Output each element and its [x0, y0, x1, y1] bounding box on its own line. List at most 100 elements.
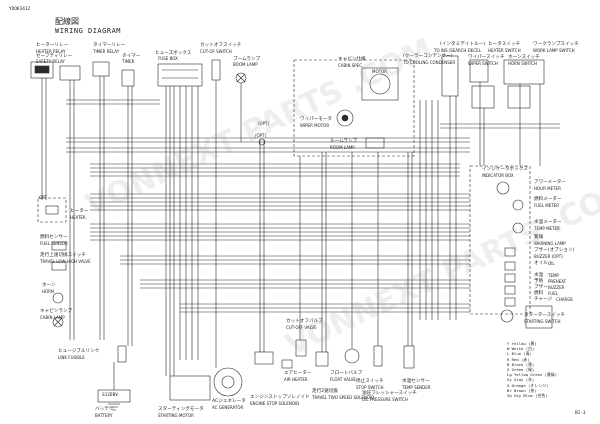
wiper-motor-hub: [341, 114, 349, 122]
heater-switch-label-en: HEATER SWITCH: [488, 48, 521, 53]
timer-relay-symbol: [92, 61, 110, 77]
travel-two-speed-label-jp: 走行2速切換: [312, 389, 338, 394]
horn-label-jp: ホーン: [42, 283, 56, 288]
stop-switch-label-en: STOP SWITCH: [356, 385, 384, 390]
fuel-lamp-label-jp: 燃料: [534, 291, 544, 296]
intermittent-label-en: TO INS./SEARCH DECEL.: [434, 48, 483, 53]
fuel-meter-symbol: [512, 199, 524, 211]
fuel-meter-label-en: FUEL METER: [534, 203, 559, 208]
heater-relay-label-en: HEATER RELAY: [36, 49, 66, 54]
float-valve-label-jp: フロートバルブ: [330, 371, 363, 376]
starting-motor-label-jp: スターティングモータ: [158, 407, 204, 412]
room-lamp-symbol: [365, 137, 385, 149]
fuel-sensor-label-en: FUEL SENSOR: [40, 241, 68, 246]
legend-row: Br Brown (茶): [507, 387, 537, 393]
starting-switch-symbol: [500, 309, 514, 323]
fuse-box-symbol: [157, 63, 203, 87]
cutoff-switch-label-jp: カットオフスイッチ: [200, 43, 242, 48]
fuse-box-label-en: FUSE BOX: [158, 56, 178, 61]
cabin-lamp-symbol: [52, 316, 64, 328]
work-lamp-switch-label-jp: ワークランプスイッチ: [533, 42, 579, 47]
safety-relay-label-en: SAFETY RELAY: [36, 59, 65, 64]
oil-label-jp: オイル: [534, 261, 548, 266]
temp-meter-symbol: [512, 222, 524, 234]
alternator-label-jp: ACジェネレータ: [212, 399, 246, 404]
fusible-link-label-en: LINK FUSIBLE: [58, 355, 85, 360]
motor-symbol: [369, 73, 391, 95]
alternator-rotor: [221, 375, 235, 389]
vertical-harness: [41, 76, 541, 390]
air-heater-label-en: AIR HEATER: [284, 377, 308, 382]
air-heater-symbol: [281, 359, 293, 369]
cutoff-valve-symbol: [295, 339, 307, 357]
legend-row: W White (白): [507, 346, 535, 352]
boom-lamp-cross-b: [236, 73, 246, 83]
cooling-label-en: TO COOLING CONDENSER: [403, 60, 456, 65]
timer-relay-label-jp: タイマーリレー: [93, 43, 126, 48]
wiper-motor-block: [361, 67, 399, 101]
heater-switch-label-jp: ヒータスイッチ: [488, 42, 521, 47]
travel-valve-label-jp: 走行上速切換スイッチ: [40, 253, 86, 258]
cooling-label-jp: (クーラーコンデンサー): [403, 54, 453, 59]
charge-label-en: CHARGE: [556, 297, 573, 302]
room-lamp-label-en: ROOM LAMP: [330, 145, 355, 150]
oil-pressure-label-en: OIL PRESSURE SWITCH: [362, 397, 408, 402]
float-valve-label-en: FLOAT VALVE: [330, 377, 356, 382]
charge-label-jp: チャージ: [534, 297, 553, 302]
cutoff-valve-label-jp: カットオフバルブ: [286, 319, 323, 324]
motor-label: MOTOR: [372, 69, 387, 74]
hour-meter-label-en: HOUR METER: [534, 186, 561, 191]
float-valve-symbol: [344, 348, 360, 364]
hour-meter-symbol: [496, 181, 510, 195]
timer-symbol: [121, 69, 135, 87]
wiper-switch-label-en: WIPER SWITCH: [468, 61, 498, 66]
warning-lamp-label-jp: 警報: [534, 235, 544, 240]
title-en: WIRING DIAGRAM: [55, 27, 122, 35]
fuel-sensor-symbol: [51, 241, 67, 251]
cab-spec-label-jp: キャビン仕様: [338, 57, 366, 62]
fusible-link-symbol: [117, 345, 127, 363]
heater-relay-label-jp: ヒーターリレー: [36, 43, 69, 48]
fuel-meter-label-jp: 燃料メーター: [534, 197, 562, 202]
main-harness: [66, 99, 560, 313]
engine-stop-solenoid-symbol: [254, 351, 274, 365]
temp-sender-symbol: [403, 345, 415, 369]
horn-switch-label-en: HORN SWITCH: [508, 61, 537, 66]
heater-switch-symbol: [469, 59, 489, 83]
indicator-box-label-jp: インジケータボックス: [482, 167, 528, 172]
buzzer2-label-jp: ブザー: [534, 285, 548, 290]
battery-type-label: S12DBV: [102, 393, 118, 398]
legend-row: B Black (黒): [507, 361, 535, 367]
engine-stop-label-jp: エンジンストップソレノイド: [250, 395, 310, 400]
document-code: YDOK3412: [9, 7, 31, 12]
air-heater-label-jp: エアヒーター: [284, 371, 312, 376]
buzzer-label-en: BUZZER (OPT): [534, 254, 563, 259]
heater-relay-terminal-block: [34, 65, 50, 74]
oil-pressure-switch-symbol: [373, 345, 383, 367]
opt-label-top: (OPT): [255, 133, 267, 138]
cab-spec-label-en: CABIN SPEC.: [338, 63, 364, 68]
temp-sender-label-jp: 水温センサー: [402, 379, 430, 384]
title-jp: 配線図: [55, 17, 79, 26]
alternator-symbol: [213, 367, 243, 397]
intermittent-label-jp: (インタミデイトルー): [440, 42, 485, 47]
legend-row: G Green (緑): [507, 367, 535, 372]
legend-row: Lg Yellow Green (黄緑): [507, 372, 557, 378]
fuse-box-label-jp: ヒューズボックス: [155, 51, 192, 56]
legend-row: O Orange (オレンジ): [507, 382, 549, 388]
wiper-switch-label-jp: ワイパースイッチ: [468, 55, 505, 60]
starting-switch-label-en: STARTING SWITCH: [524, 319, 561, 324]
cabin-spec-boundary: [293, 59, 415, 157]
room-lamp-label-jp: ルームランプ: [330, 139, 358, 144]
boom-lamp-label-en: BOOM LAMP: [233, 62, 258, 67]
wiper-motor-symbol: [336, 109, 354, 127]
legend-row: R Red (赤): [507, 356, 530, 362]
stop-switch-label-jp: 停止スイッチ: [356, 379, 384, 384]
buzzer-symbol: [504, 247, 516, 257]
work-lamp-switch-symbol: [503, 59, 545, 85]
page-number: B1-3: [575, 411, 586, 416]
indicator-box-boundary: [469, 165, 531, 315]
starting-motor-label-en: STARTING MOTOR: [158, 413, 194, 418]
legend-row: L Blue (青): [507, 351, 532, 357]
